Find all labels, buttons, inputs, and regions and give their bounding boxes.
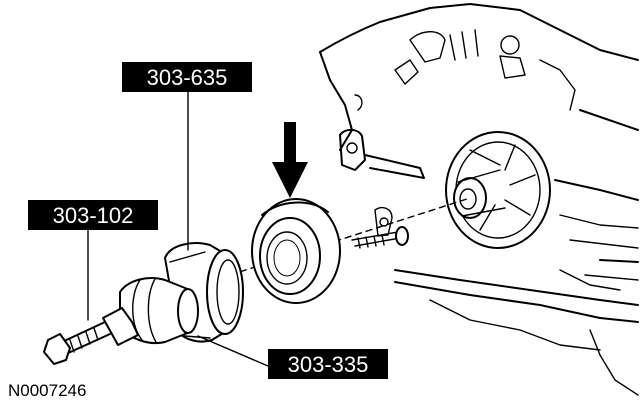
callout-303-635: 303-635	[122, 62, 252, 92]
engine-front-cover	[319, 3, 639, 281]
pilot-stud	[351, 226, 409, 249]
callout-label: 303-635	[147, 65, 228, 90]
engine-bracket	[339, 128, 639, 396]
leader-line-303-335	[197, 335, 269, 367]
front-seal	[251, 198, 341, 304]
adapter-tool	[119, 277, 199, 344]
crankshaft-hub	[445, 131, 551, 249]
callout-303-335: 303-335	[268, 349, 388, 379]
press-direction-arrow-icon	[272, 122, 308, 198]
callout-303-102: 303-102	[28, 200, 158, 230]
seal-remover-tool	[164, 242, 244, 343]
slide-hammer-tool	[43, 307, 139, 365]
callout-label: 303-335	[288, 352, 369, 377]
figure-id: N0007246	[8, 381, 86, 400]
callout-label: 303-102	[53, 203, 134, 228]
tool-axis-centerline	[229, 197, 471, 276]
